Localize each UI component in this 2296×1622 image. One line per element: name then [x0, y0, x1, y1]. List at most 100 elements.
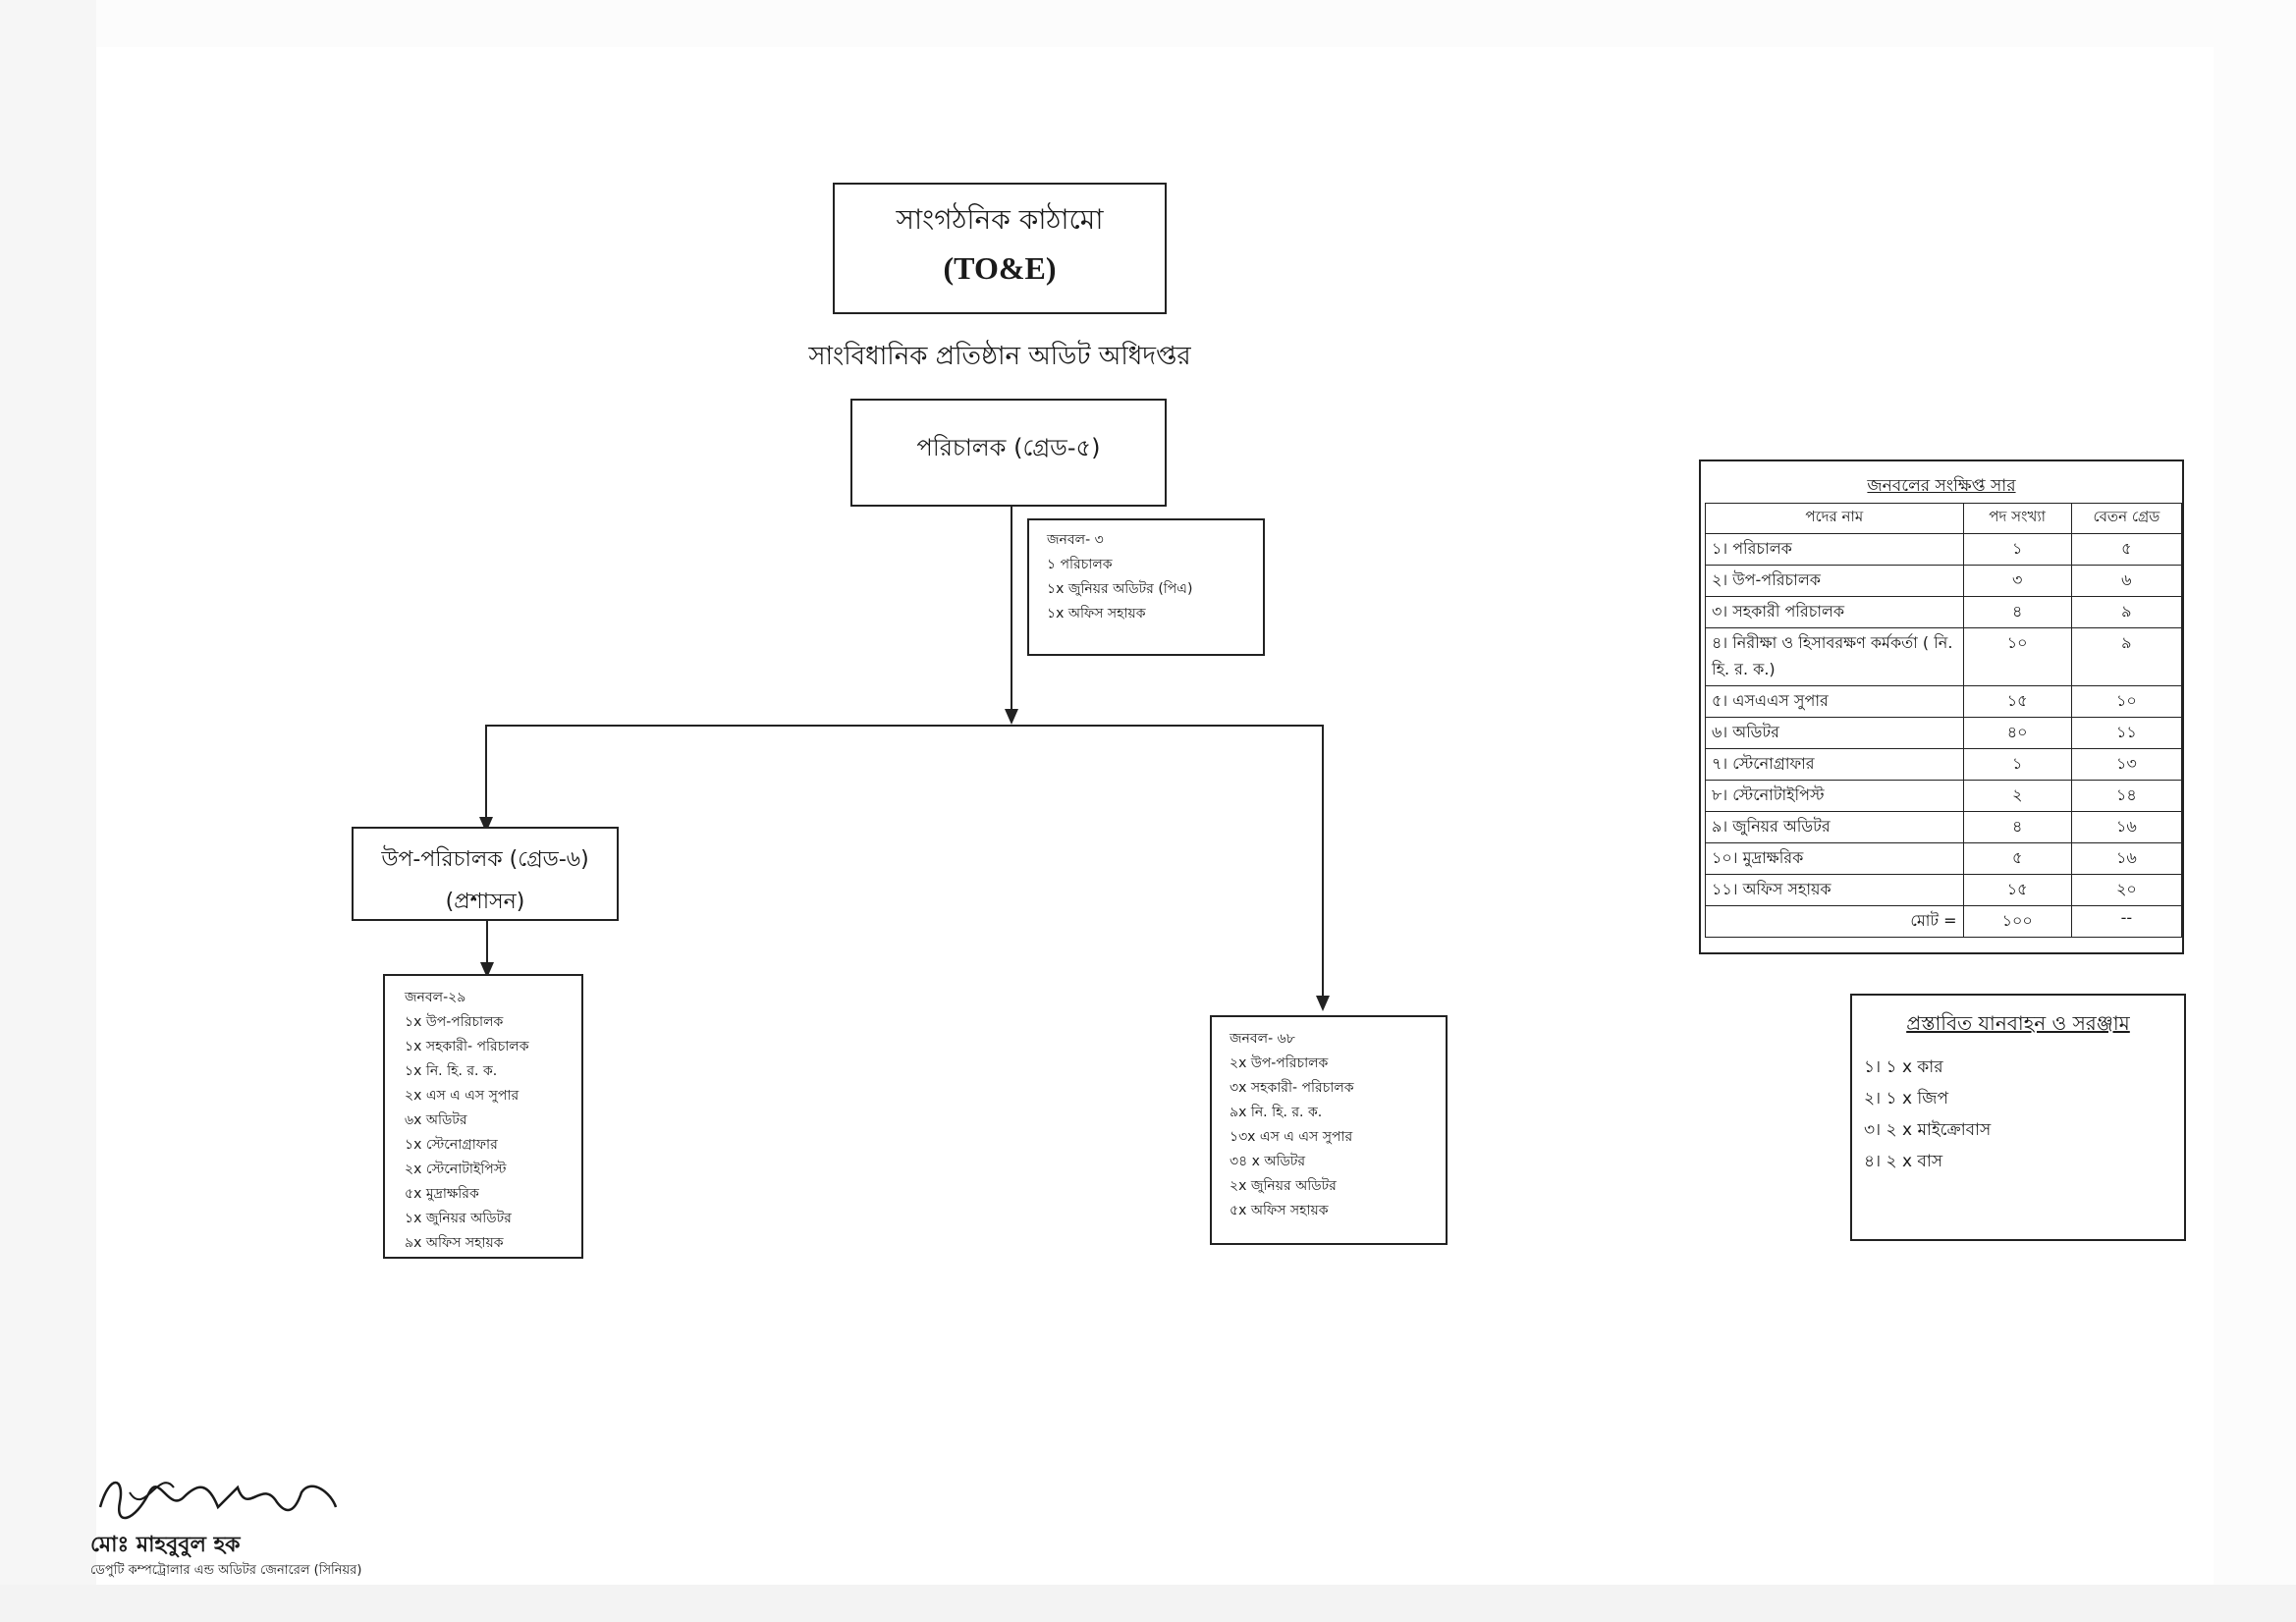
post-count: ৫ — [1962, 842, 2072, 875]
connector-vertical-main — [1011, 507, 1012, 713]
staff-line: ১x স্টেনোগ্রাফার — [405, 1137, 498, 1153]
post-name: ১১। অফিস সহায়ক — [1705, 874, 1964, 906]
post-count: ৪ — [1962, 596, 2072, 628]
table-row: ৬। অডিটর ৪০ ১১ — [1705, 717, 2183, 749]
staff-line: ২x উপ-পরিচালক — [1230, 1055, 1329, 1071]
staff-line: ৬x অডিটর — [405, 1112, 467, 1128]
scan-margin-bottom — [0, 1585, 2296, 1622]
table-row: ৩। সহকারী পরিচালক ৪ ৯ — [1705, 596, 2183, 628]
signatory-name: মোঃ মাহবুবুল হক — [90, 1533, 241, 1557]
admin-label: (প্রশাসন) — [445, 890, 525, 914]
connector-left-sub — [486, 919, 488, 968]
column-header: বেতন গ্রেড — [2070, 503, 2183, 534]
summary-table: পদের নাম পদ সংখ্যা বেতন গ্রেড ১। পরিচালক… — [1705, 503, 2183, 938]
staff-line: ১x সহকারী- পরিচালক — [405, 1039, 529, 1054]
post-name: ৩। সহকারী পরিচালক — [1705, 596, 1964, 628]
pay-grade: ৯ — [2070, 627, 2183, 686]
list-item: ৩। ২ x মাইক্রোবাস — [1864, 1120, 1992, 1140]
title-box: সাংগঠনিক কাঠামো (TO&E) — [833, 183, 1167, 314]
vehicles-list: ১। ১ x কার ২। ১ x জিপ ৩। ২ x মাইক্রোবাস … — [1864, 1052, 2184, 1177]
post-count: ৪ — [1962, 811, 2072, 843]
staff-line: ১৩x এস এ এস সুপার — [1230, 1129, 1353, 1145]
post-name: ৭। স্টেনোগ্রাফার — [1705, 748, 1964, 781]
post-name: ৬। অডিটর — [1705, 717, 1964, 749]
staff-line: ১x জুনিয়র অডিটর (পিএ) — [1047, 581, 1193, 597]
table-row: ৯। জুনিয়র অডিটর ৪ ১৬ — [1705, 811, 2183, 843]
post-count: ১৫ — [1962, 874, 2072, 906]
organization-name: সাংবিধানিক প্রতিষ্ঠান অডিট অধিদপ্তর — [808, 342, 1191, 371]
staff-line: ২x জুনিয়র অডিটর — [1230, 1178, 1337, 1194]
handwritten-signature — [98, 1482, 338, 1520]
post-count: ২ — [1962, 780, 2072, 812]
total-value: ১০০ — [1962, 905, 2072, 938]
pay-grade: ৯ — [2070, 596, 2183, 628]
total-grade: -- — [2070, 905, 2183, 938]
post-name: ১। পরিচালক — [1705, 533, 1964, 566]
post-count: ১ — [1962, 533, 2072, 566]
table-row: ২। উপ-পরিচালক ৩ ৬ — [1705, 565, 2183, 597]
post-name: ৪। নিরীক্ষা ও হিসাবরক্ষণ কর্মকর্তা ( নি.… — [1705, 627, 1964, 686]
staff-line: ১ পরিচালক — [1047, 557, 1113, 572]
table-total-row: মোট = ১০০ -- — [1705, 905, 2183, 938]
staff-line: ৫x মুদ্রাক্ষরিক — [405, 1186, 479, 1202]
manpower-summary-box: জনবলের সংক্ষিপ্ত সার পদের নাম পদ সংখ্যা … — [1699, 460, 2184, 954]
audit-staff-box: জনবল- ৬৮ ২x উপ-পরিচালক ৩x সহকারী- পরিচাল… — [1210, 1015, 1448, 1245]
staff-line: জনবল-২৯ — [405, 990, 466, 1005]
table-header-row: পদের নাম পদ সংখ্যা বেতন গ্রেড — [1705, 503, 2183, 534]
post-count: ১৫ — [1962, 685, 2072, 718]
post-name: ৮। স্টেনোটাইপিস্ট — [1705, 780, 1964, 812]
staff-line: ১x জুনিয়র অডিটর — [405, 1211, 512, 1226]
pay-grade: ১৪ — [2070, 780, 2183, 812]
post-name: ৯। জুনিয়র অডিটর — [1705, 811, 1964, 843]
staff-line: ৩৪ x অডিটর — [1230, 1154, 1306, 1169]
staff-line: ৯x অফিস সহায়ক — [405, 1235, 504, 1251]
pay-grade: ১১ — [2070, 717, 2183, 749]
list-item: ১। ১ x কার — [1864, 1057, 1943, 1077]
table-row: ৮। স্টেনোটাইপিস্ট ২ ১৪ — [1705, 780, 2183, 812]
pay-grade: ২০ — [2070, 874, 2183, 906]
vehicles-title: প্রস্তাবিত যানবাহন ও সরঞ্জাম — [1906, 1011, 2130, 1035]
vehicles-box: প্রস্তাবিত যানবাহন ও সরঞ্জাম ১। ১ x কার … — [1850, 994, 2186, 1241]
pay-grade: ৫ — [2070, 533, 2183, 566]
staff-line: জনবল- ৬৮ — [1230, 1031, 1295, 1047]
staff-line: ১x নি. হি. র. ক. — [405, 1063, 498, 1079]
staff-line: জনবল- ৩ — [1047, 532, 1104, 548]
column-header: পদের নাম — [1705, 503, 1964, 534]
pay-grade: ৬ — [2070, 565, 2183, 597]
total-label: মোট = — [1705, 905, 1964, 938]
table-row: ৭। স্টেনোগ্রাফার ১ ১৩ — [1705, 748, 2183, 781]
pay-grade: ১৩ — [2070, 748, 2183, 781]
director-node: পরিচালক (গ্রেড-৫) — [850, 399, 1167, 507]
list-item: ৪। ২ x বাস — [1864, 1152, 1943, 1171]
pay-grade: ১০ — [2070, 685, 2183, 718]
staff-line: ২x এস এ এস সুপার — [405, 1088, 519, 1104]
summary-title: জনবলের সংক্ষিপ্ত সার — [1867, 476, 2016, 496]
table-row: ৪। নিরীক্ষা ও হিসাবরক্ষণ কর্মকর্তা ( নি.… — [1705, 627, 2183, 686]
pay-grade: ১৬ — [2070, 811, 2183, 843]
connector-left-drop — [485, 725, 487, 823]
staff-line: ১x উপ-পরিচালক — [405, 1014, 504, 1030]
scan-margin-left — [0, 0, 96, 1622]
deputy-director-label: উপ-পরিচালক (গ্রেড-৬) — [381, 847, 589, 872]
arrow-head — [1316, 996, 1330, 1011]
post-name: ২। উপ-পরিচালক — [1705, 565, 1964, 597]
post-count: ৪০ — [1962, 717, 2072, 749]
table-row: ১১। অফিস সহায়ক ১৫ ২০ — [1705, 874, 2183, 906]
post-count: ১০ — [1962, 627, 2072, 686]
pay-grade: ১৬ — [2070, 842, 2183, 875]
post-name: ৫। এসএএস সুপার — [1705, 685, 1964, 718]
table-row: ৫। এসএএস সুপার ১৫ ১০ — [1705, 685, 2183, 718]
post-name: ১০। মুদ্রাক্ষরিক — [1705, 842, 1964, 875]
staff-line: ৫x অফিস সহায়ক — [1230, 1203, 1329, 1218]
post-count: ৩ — [1962, 565, 2072, 597]
staff-line: ৩x সহকারী- পরিচালক — [1230, 1080, 1354, 1096]
post-count: ১ — [1962, 748, 2072, 781]
arrow-head — [1005, 709, 1018, 725]
director-staff-box: জনবল- ৩ ১ পরিচালক ১x জুনিয়র অডিটর (পিএ)… — [1027, 518, 1265, 656]
connector-right-drop — [1322, 725, 1324, 1000]
title-code: (TO&E) — [943, 250, 1057, 286]
signatory-designation: ডেপুটি কম্পট্রোলার এন্ড অডিটর জেনারেল (স… — [90, 1563, 362, 1578]
title-text: সাংগঠনিক কাঠামো — [896, 203, 1104, 236]
column-header: পদ সংখ্যা — [1962, 503, 2072, 534]
deputy-director-admin-node: উপ-পরিচালক (গ্রেড-৬) (প্রশাসন) — [352, 827, 619, 921]
